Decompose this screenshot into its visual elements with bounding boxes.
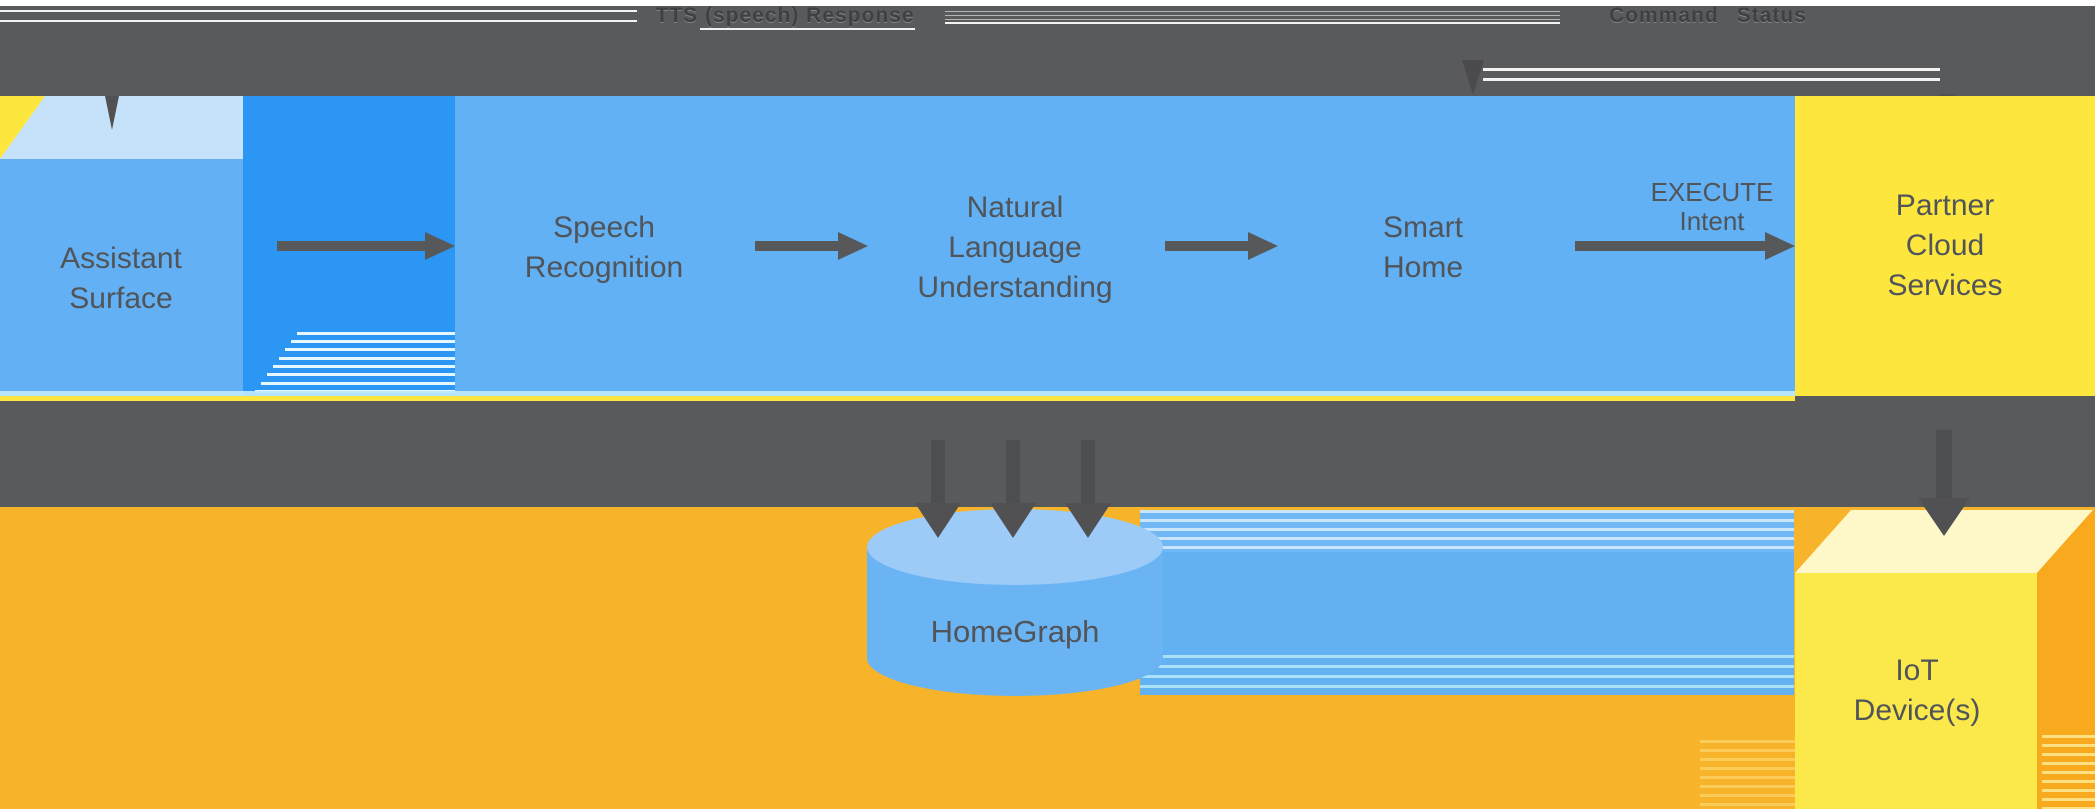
partner-label-line: Partner: [1895, 189, 1995, 222]
partner-label-line: Cloud: [1905, 229, 1985, 262]
google-assistant-box: [455, 96, 1795, 396]
smart-home-label: Smart Home: [1383, 208, 1463, 288]
homegraph-label: HomeGraph: [931, 612, 1100, 652]
arrow-down-into-smart-home-icon: [1462, 60, 1484, 95]
sync-blur-body: [1140, 552, 1794, 655]
assistant-surface-label: Assistant Surface: [60, 239, 182, 319]
motion-line: [945, 22, 1560, 24]
partner-cloud-services-node: [1795, 96, 2095, 397]
arrow-down-stem: [931, 440, 945, 504]
motion-stripes: [2042, 735, 2095, 809]
nlu-label-line: Language: [948, 231, 1082, 264]
middle-flow-band: [0, 396, 2095, 507]
homegraph-cylinder-bottom: [867, 620, 1163, 696]
arrow-down-into-homegraph-icon: [990, 503, 1036, 538]
motion-line: [945, 19, 1560, 20]
arrow-down-into-iot-icon: [1918, 498, 1970, 536]
iot-device-node: [1795, 573, 2037, 809]
staircase-line: [267, 373, 455, 376]
staircase-line: [285, 348, 455, 351]
staircase-line: [273, 365, 455, 368]
response-flow-label: TTS (speech) Response: [655, 4, 915, 27]
staircase-stripes: [243, 326, 455, 396]
iot-device-label-line: IoT: [1895, 654, 1939, 687]
speech-recognition-label-line: Speech: [553, 211, 655, 244]
iot-device-label-line: Device(s): [1853, 694, 1981, 727]
smart-home-label-line: Smart: [1382, 211, 1463, 244]
execute-intent-label: EXECUTE Intent: [1651, 178, 1774, 236]
execute-intent-label-line: EXECUTE: [1650, 177, 1774, 207]
sync-blur-stripes: [1140, 510, 1794, 552]
speech-recognition-label-line: Recognition: [524, 251, 684, 284]
assistant-surface-label-line: Assistant: [60, 242, 182, 275]
smart-home-label-line: Home: [1382, 251, 1464, 284]
arrow-down-into-homegraph-icon: [1065, 503, 1111, 538]
motion-line: [0, 10, 637, 12]
partner-label-line: Services: [1887, 269, 2003, 302]
motion-strip: [0, 391, 1795, 396]
arrow-down-stem: [1081, 440, 1095, 504]
command-status-flow-label: Command Status: [1609, 3, 1807, 29]
arrow-smart-home-to-partner-icon: [1575, 232, 1795, 260]
execute-intent-label-line: Intent: [1679, 206, 1745, 236]
homegraph-label-line: HomeGraph: [930, 614, 1100, 649]
motion-line: [945, 11, 1560, 12]
command-status-flow-line: [1483, 78, 1940, 81]
status-label: Status: [1736, 4, 1807, 27]
motion-stripes: [1700, 740, 1795, 809]
background-yellow-line: [0, 396, 1795, 401]
arrow-speech-to-nlu-icon: [755, 232, 868, 260]
sync-blur-stripes: [1140, 655, 1794, 695]
arrow-down-into-assistant-icon: [105, 96, 119, 130]
command-status-flow-line: [1483, 68, 1940, 71]
arrow-assistant-to-speech-icon: [277, 232, 455, 260]
arrow-down-stem: [1006, 440, 1020, 504]
command-label: Command: [1609, 4, 1719, 27]
motion-line: [945, 15, 1560, 16]
assistant-surface-label-line: Surface: [69, 282, 173, 315]
speech-recognition-label: Speech Recognition: [525, 208, 683, 288]
arrow-nlu-to-smart-home-icon: [1165, 232, 1278, 260]
nlu-label-line: Natural: [966, 191, 1064, 224]
nlu-label-line: Understanding: [917, 271, 1113, 304]
staircase-line: [297, 332, 455, 335]
arrow-down-into-homegraph-icon: [915, 503, 961, 538]
partner-cloud-services-label: Partner Cloud Services: [1887, 186, 2002, 306]
iot-device-label: IoT Device(s): [1854, 651, 1981, 731]
arrow-down-stem: [1936, 430, 1952, 500]
staircase-line: [291, 340, 455, 343]
nlu-label: Natural Language Understanding: [917, 188, 1112, 308]
staircase-line: [261, 382, 455, 385]
assistant-surface-node: [0, 159, 243, 396]
motion-line: [0, 20, 637, 22]
staircase-line: [279, 357, 455, 360]
motion-line: [700, 28, 915, 30]
